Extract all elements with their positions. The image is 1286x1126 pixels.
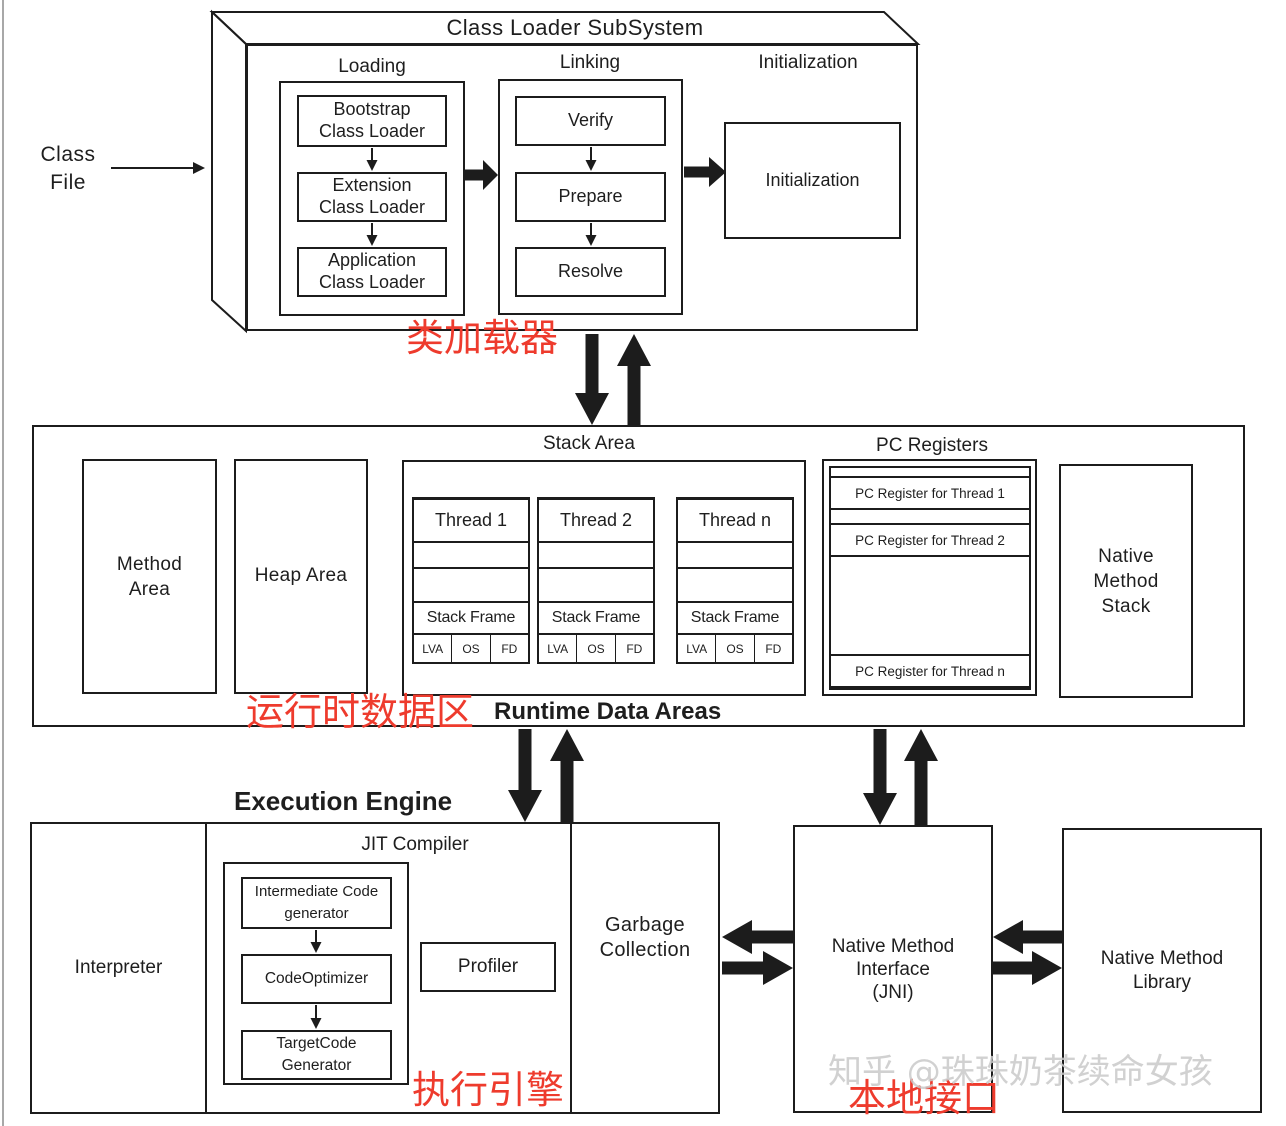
interpreter-label: Interpreter (74, 957, 163, 978)
stack-frame-label: Stack Frame (539, 603, 653, 635)
application-class-loader-box: Application Class Loader (297, 247, 447, 297)
jni-box: Native Method Interface (JNI) (793, 825, 993, 1113)
target-code-generator-box: TargetCode Generator (241, 1030, 392, 1080)
class-loader-side-face (211, 9, 247, 334)
native-method-stack-box: Native Method Stack (1059, 464, 1193, 698)
pc-register-thread-1: PC Register for Thread 1 (829, 476, 1031, 510)
jni-to-execution-arrow (722, 920, 793, 954)
initialization-box: Initialization (724, 122, 901, 239)
intermediate-code-generator-box: Intermediate Code generator (241, 877, 392, 929)
code-optimizer-box: CodeOptimizer (241, 954, 392, 1004)
pc-register-thread-2: PC Register for Thread 2 (829, 523, 1031, 557)
fd-cell: FD (765, 641, 782, 656)
stack-frame-label: Stack Frame (414, 603, 528, 635)
thread-name: Thread n (678, 500, 792, 543)
extension-class-loader-box: Extension Class Loader (297, 172, 447, 222)
thread-2-column: Thread 2 Stack Frame LVA OS FD (537, 497, 655, 664)
execution-cn-label: 执行引擎 (412, 1068, 565, 1112)
class-loader-cn-label: 类加载器 (406, 316, 559, 360)
pc-register-thread-n: PC Register for Thread n (829, 654, 1031, 688)
library-to-jni-arrow (993, 920, 1062, 954)
lva-cell: LVA (414, 635, 453, 662)
stack-frame-cells: LVA OS FD (539, 635, 653, 662)
class-file-label: Class File (40, 143, 96, 194)
native-method-library-box: Native Method Library (1062, 828, 1262, 1113)
class-file-arrow (111, 162, 205, 174)
runtime-to-jni-arrow (863, 729, 897, 825)
lva-cell: LVA (678, 635, 717, 662)
runtime-cn-label: 运行时数据区 (246, 690, 475, 734)
execution-engine-title: Execution Engine (234, 786, 453, 816)
execution-to-jni-arrow (722, 951, 793, 985)
stack-frame-label: Stack Frame (678, 603, 792, 635)
garbage-collection-label: Garbage Collection (599, 914, 691, 961)
verify-box: Verify (515, 96, 666, 146)
profiler-box: Profiler (420, 942, 556, 992)
class-loader-title: Class Loader SubSystem (446, 15, 704, 40)
os-cell: OS (716, 635, 755, 662)
bootstrap-class-loader-box: Bootstrap Class Loader (297, 95, 447, 147)
thread-slot (539, 569, 653, 603)
initialization-label: Initialization (758, 52, 858, 73)
thread-slot (678, 543, 792, 569)
execution-to-runtime-arrow (550, 729, 584, 822)
watermark: 知乎 @珠珠奶茶续命女孩 (828, 1052, 1213, 1092)
prepare-box: Prepare (515, 172, 666, 222)
stack-frame-cells: LVA OS FD (678, 635, 792, 662)
stack-frame-cells: LVA OS FD (414, 635, 528, 662)
stack-area-label: Stack Area (543, 433, 635, 454)
thread-slot (539, 543, 653, 569)
jni-to-library-arrow (993, 951, 1062, 985)
runtime-to-execution-arrow (508, 729, 542, 822)
jni-to-runtime-arrow (904, 729, 938, 825)
jit-compiler-label: JIT Compiler (361, 834, 469, 855)
loader-to-runtime-arrow (575, 334, 609, 425)
linking-label: Linking (559, 52, 621, 73)
fd-cell: FD (626, 641, 643, 656)
pc-registers-label: PC Registers (876, 435, 988, 456)
thread-1-column: Thread 1 Stack Frame LVA OS FD (412, 497, 530, 664)
lva-cell: LVA (539, 635, 578, 662)
runtime-to-loader-arrow (617, 334, 651, 425)
method-area-box: Method Area (82, 459, 217, 694)
os-cell: OS (577, 635, 616, 662)
thread-name: Thread 1 (414, 500, 528, 543)
thread-n-column: Thread n Stack Frame LVA OS FD (676, 497, 794, 664)
loading-label: Loading (338, 56, 406, 77)
frame-line (2, 0, 4, 1126)
runtime-data-areas-title: Runtime Data Areas (494, 698, 722, 725)
thread-name: Thread 2 (539, 500, 653, 543)
resolve-box: Resolve (515, 247, 666, 297)
os-cell: OS (452, 635, 491, 662)
fd-cell: FD (501, 641, 518, 656)
thread-slot (678, 569, 792, 603)
heap-area-box: Heap Area (234, 459, 368, 694)
jni-cn-label: 本地接口 (848, 1076, 1001, 1120)
thread-slot (414, 569, 528, 603)
thread-slot (414, 543, 528, 569)
